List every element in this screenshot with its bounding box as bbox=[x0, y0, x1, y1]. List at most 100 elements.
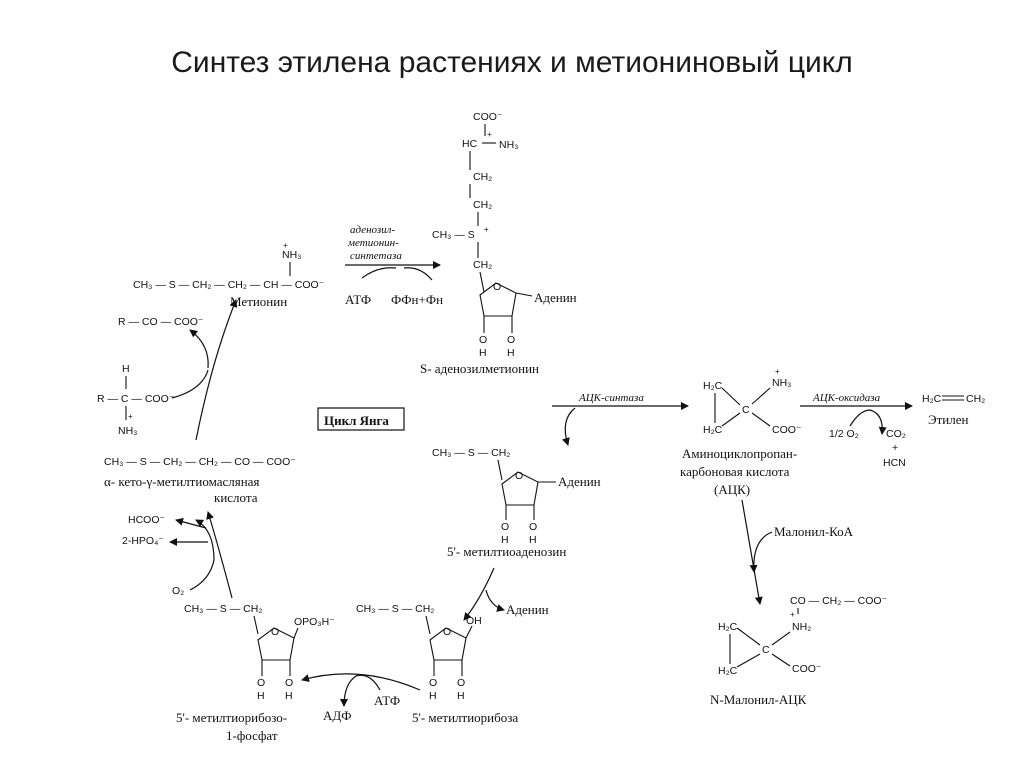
mtr-oh: OH bbox=[466, 615, 482, 627]
methionine-structure: + NH₃ CH₃ — S — CH₂ — CH₂ — CH — COO⁻ Ме… bbox=[133, 241, 325, 309]
sam-ribose-ring bbox=[479, 282, 517, 317]
plus-label: + bbox=[892, 442, 898, 454]
bond bbox=[465, 625, 473, 639]
bond bbox=[771, 631, 791, 646]
bond bbox=[721, 412, 741, 427]
ketoacid-name-1: α- кето-γ-метилтиомасляная bbox=[104, 474, 259, 489]
bond bbox=[771, 653, 791, 667]
mtr-phosphorylation: АТФ АДФ bbox=[301, 673, 421, 723]
atp-adp-curve bbox=[340, 674, 381, 707]
mta-ring-o: O bbox=[515, 470, 523, 482]
mtrp-o1: O bbox=[257, 677, 265, 689]
acc-c: C bbox=[742, 404, 750, 416]
mta-release-arrow bbox=[562, 407, 576, 446]
yang-cycle-box bbox=[317, 407, 405, 431]
mtr-to-mtrp-arrow bbox=[301, 673, 421, 691]
malonyl-acc-name: N-Малонил-АЦК bbox=[710, 692, 807, 707]
mta-name: 5'- метилтиоаденозин bbox=[447, 544, 566, 559]
met-nh3: NH₃ bbox=[282, 249, 301, 261]
mtr-h2: H bbox=[457, 690, 465, 702]
mta-h1: H bbox=[501, 534, 509, 546]
sam-adenine: Аденин bbox=[534, 290, 577, 305]
hcoo-release-arrow bbox=[175, 517, 207, 529]
sam-hc: HC bbox=[462, 138, 478, 150]
met-name: Метионин bbox=[230, 294, 287, 309]
transamination: R — CO — COO⁻ H R — C — COO⁻ + NH₃ bbox=[97, 299, 238, 441]
mta-o2: O bbox=[529, 521, 537, 533]
aa-h: H bbox=[122, 363, 130, 375]
sam-ch2-2: CH₂ bbox=[473, 199, 492, 211]
acc-coo: COO⁻ bbox=[772, 424, 802, 436]
enzyme-sam-synthetase-2: метионин- bbox=[347, 237, 399, 249]
bond bbox=[751, 412, 771, 427]
acc-synthase-step: АЦК-синтаза bbox=[552, 392, 689, 446]
bond bbox=[736, 653, 761, 668]
mta-h2: H bbox=[529, 534, 537, 546]
ketone-formula: R — CO — COO⁻ bbox=[118, 316, 204, 328]
mtrp-structure: CH₃ — S — CH₂ O OPO₃H⁻ O O H H 5'- метил… bbox=[176, 603, 335, 743]
aa-in-curve bbox=[171, 369, 209, 399]
malonyl-top: CO — CH₂ — COO⁻ bbox=[790, 595, 888, 607]
malonylation-arrow bbox=[741, 499, 763, 605]
acc-name-3: (АЦК) bbox=[714, 482, 750, 497]
bond bbox=[293, 627, 299, 639]
malonyl-nh-charge: + bbox=[790, 610, 795, 619]
mtr-structure: CH₃ — S — CH₂ O OH O O H H 5'- метилтиор… bbox=[356, 603, 518, 725]
o2-half-label: 1/2 O₂ bbox=[829, 428, 859, 440]
enzyme-sam-synthetase-3: синтетаза bbox=[350, 250, 402, 262]
sam-structure: COO⁻ HC NH₃ + CH₂ CH₂ CH₃ — S + CH₂ O Ад… bbox=[420, 111, 577, 376]
o2-label: O₂ bbox=[172, 585, 184, 597]
malonyl-branch: Малонил-КоА bbox=[741, 499, 854, 605]
ethylene-name: Этилен bbox=[928, 412, 968, 427]
sam-ch2-1: CH₂ bbox=[473, 171, 492, 183]
mtr-h1: H bbox=[429, 690, 437, 702]
mtrp-h1: H bbox=[257, 690, 265, 702]
mta-hydrolysis: Аденин bbox=[463, 567, 549, 621]
malonyl-coo: COO⁻ bbox=[792, 663, 822, 675]
mta-ribose-ring bbox=[501, 471, 539, 506]
co2-label: CO₂ bbox=[886, 428, 906, 440]
acc-name-1: Аминоциклопропан- bbox=[682, 446, 797, 461]
yang-cycle-label: Цикл Янга bbox=[317, 407, 405, 431]
ketoacid-structure: CH₃ — S — CH₂ — CH₂ — CO — COO⁻ α- кето-… bbox=[104, 456, 296, 505]
acc-h2c-bottom: H₂C bbox=[703, 424, 723, 436]
mtr-ribose-ring bbox=[429, 627, 467, 661]
bond bbox=[253, 615, 259, 635]
met-formula: CH₃ — S — CH₂ — CH₂ — CH — COO⁻ bbox=[133, 279, 325, 291]
bond bbox=[515, 292, 533, 297]
ketone-out-arrow bbox=[189, 329, 209, 369]
malonyl-h2c-top: H₂C bbox=[718, 621, 738, 633]
transamination-arrow bbox=[195, 299, 238, 441]
acc-h2c-top: H₂C bbox=[703, 380, 723, 392]
bond bbox=[497, 459, 503, 481]
mtr-ring-o: O bbox=[443, 626, 451, 638]
ethylene-right: CH₂ bbox=[966, 393, 985, 405]
adp-label: АДФ bbox=[323, 708, 352, 723]
mtrp-oxidation: HCOO⁻ 2-HPO₄⁻ O₂ bbox=[122, 511, 233, 599]
enzyme-acc-oxidase: АЦК-оксидаза bbox=[812, 392, 881, 404]
mtrp-h2: H bbox=[285, 690, 293, 702]
acc-structure: H₂C H₂C C + NH₃ COO⁻ Аминоциклопропан- к… bbox=[680, 367, 802, 497]
mtrp-name-2: 1-фосфат bbox=[226, 728, 278, 743]
atp-curve bbox=[361, 267, 397, 279]
mtrp-ch3s: CH₃ — S — CH₂ bbox=[184, 603, 262, 615]
ppi-pi-label: ФФн+Фн bbox=[391, 292, 443, 307]
malonyl-nh: NH₂ bbox=[792, 621, 811, 633]
sam-coo: COO⁻ bbox=[473, 111, 503, 123]
bond bbox=[479, 271, 485, 293]
atp2-label: АТФ bbox=[374, 693, 400, 708]
acc-oxidase-step: АЦК-оксидаза 1/2 O₂ CO₂ + HCN bbox=[800, 392, 913, 469]
sam-s-charge: + bbox=[484, 225, 489, 234]
malonyl-h2c-bottom: H₂C bbox=[718, 665, 738, 677]
bond bbox=[721, 387, 741, 406]
sam-h1: H bbox=[479, 347, 487, 359]
sam-h2: H bbox=[507, 347, 515, 359]
ethylene-left: H₂C bbox=[922, 393, 942, 405]
mtr-o1: O bbox=[429, 677, 437, 689]
hcn-label: HCN bbox=[883, 457, 906, 469]
ethylene-structure: H₂C CH₂ Этилен bbox=[922, 393, 985, 427]
mtr-ch3s: CH₃ — S — CH₂ bbox=[356, 603, 434, 615]
ketoacid-formula: CH₃ — S — CH₂ — CH₂ — CO — COO⁻ bbox=[104, 456, 296, 468]
sam-synthetase-step: аденозил- метионин- синтетаза АТФ ФФн+Фн bbox=[345, 224, 443, 307]
